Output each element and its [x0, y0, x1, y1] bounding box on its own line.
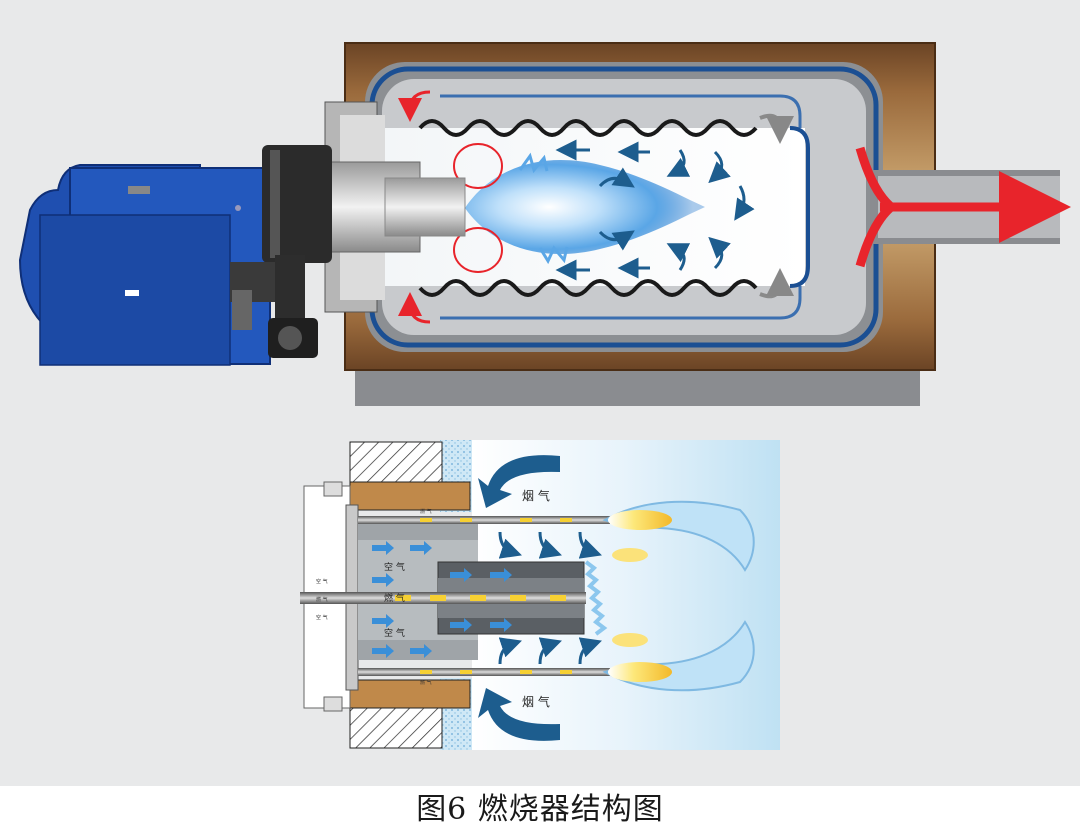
flue-gas-arrow-bottom	[478, 688, 560, 741]
label-fuel: 燃 气	[384, 592, 405, 604]
label-side-air: 空 气	[316, 578, 328, 585]
boiler-assembly	[324, 42, 1071, 406]
label-flue-gas-bottom: 烟 气	[522, 694, 550, 709]
label-side-air2: 空 气	[316, 614, 328, 621]
recirculation-arrows	[555, 139, 755, 281]
figure-caption: 图6 燃烧器结构图	[0, 786, 1080, 836]
wall-top	[349, 441, 443, 483]
label-air-bottom: 空 气	[384, 627, 405, 639]
main-flame	[465, 159, 705, 255]
label-pipe-top: 燃 气	[420, 508, 432, 515]
burner-blower	[18, 145, 332, 366]
label-side-fuel: 燃 气	[316, 596, 328, 603]
label-air-top: 空 气	[384, 561, 405, 573]
label-flue-gas-top: 烟 气	[522, 488, 550, 503]
burner-section-view: 烟 气 烟 气 空 气 空 气 燃 气 空 气 燃 气 空 气 燃 气 燃 气	[300, 440, 780, 750]
label-pipe-bottom: 燃 气	[420, 679, 432, 686]
corrugated-furnace-bottom	[418, 279, 758, 297]
side-lance-bottom	[358, 668, 610, 676]
corrugated-furnace-top	[418, 119, 758, 137]
side-lance-top	[358, 516, 610, 524]
wall-bottom	[349, 707, 443, 749]
flue-gas-arrow-top	[478, 455, 560, 508]
